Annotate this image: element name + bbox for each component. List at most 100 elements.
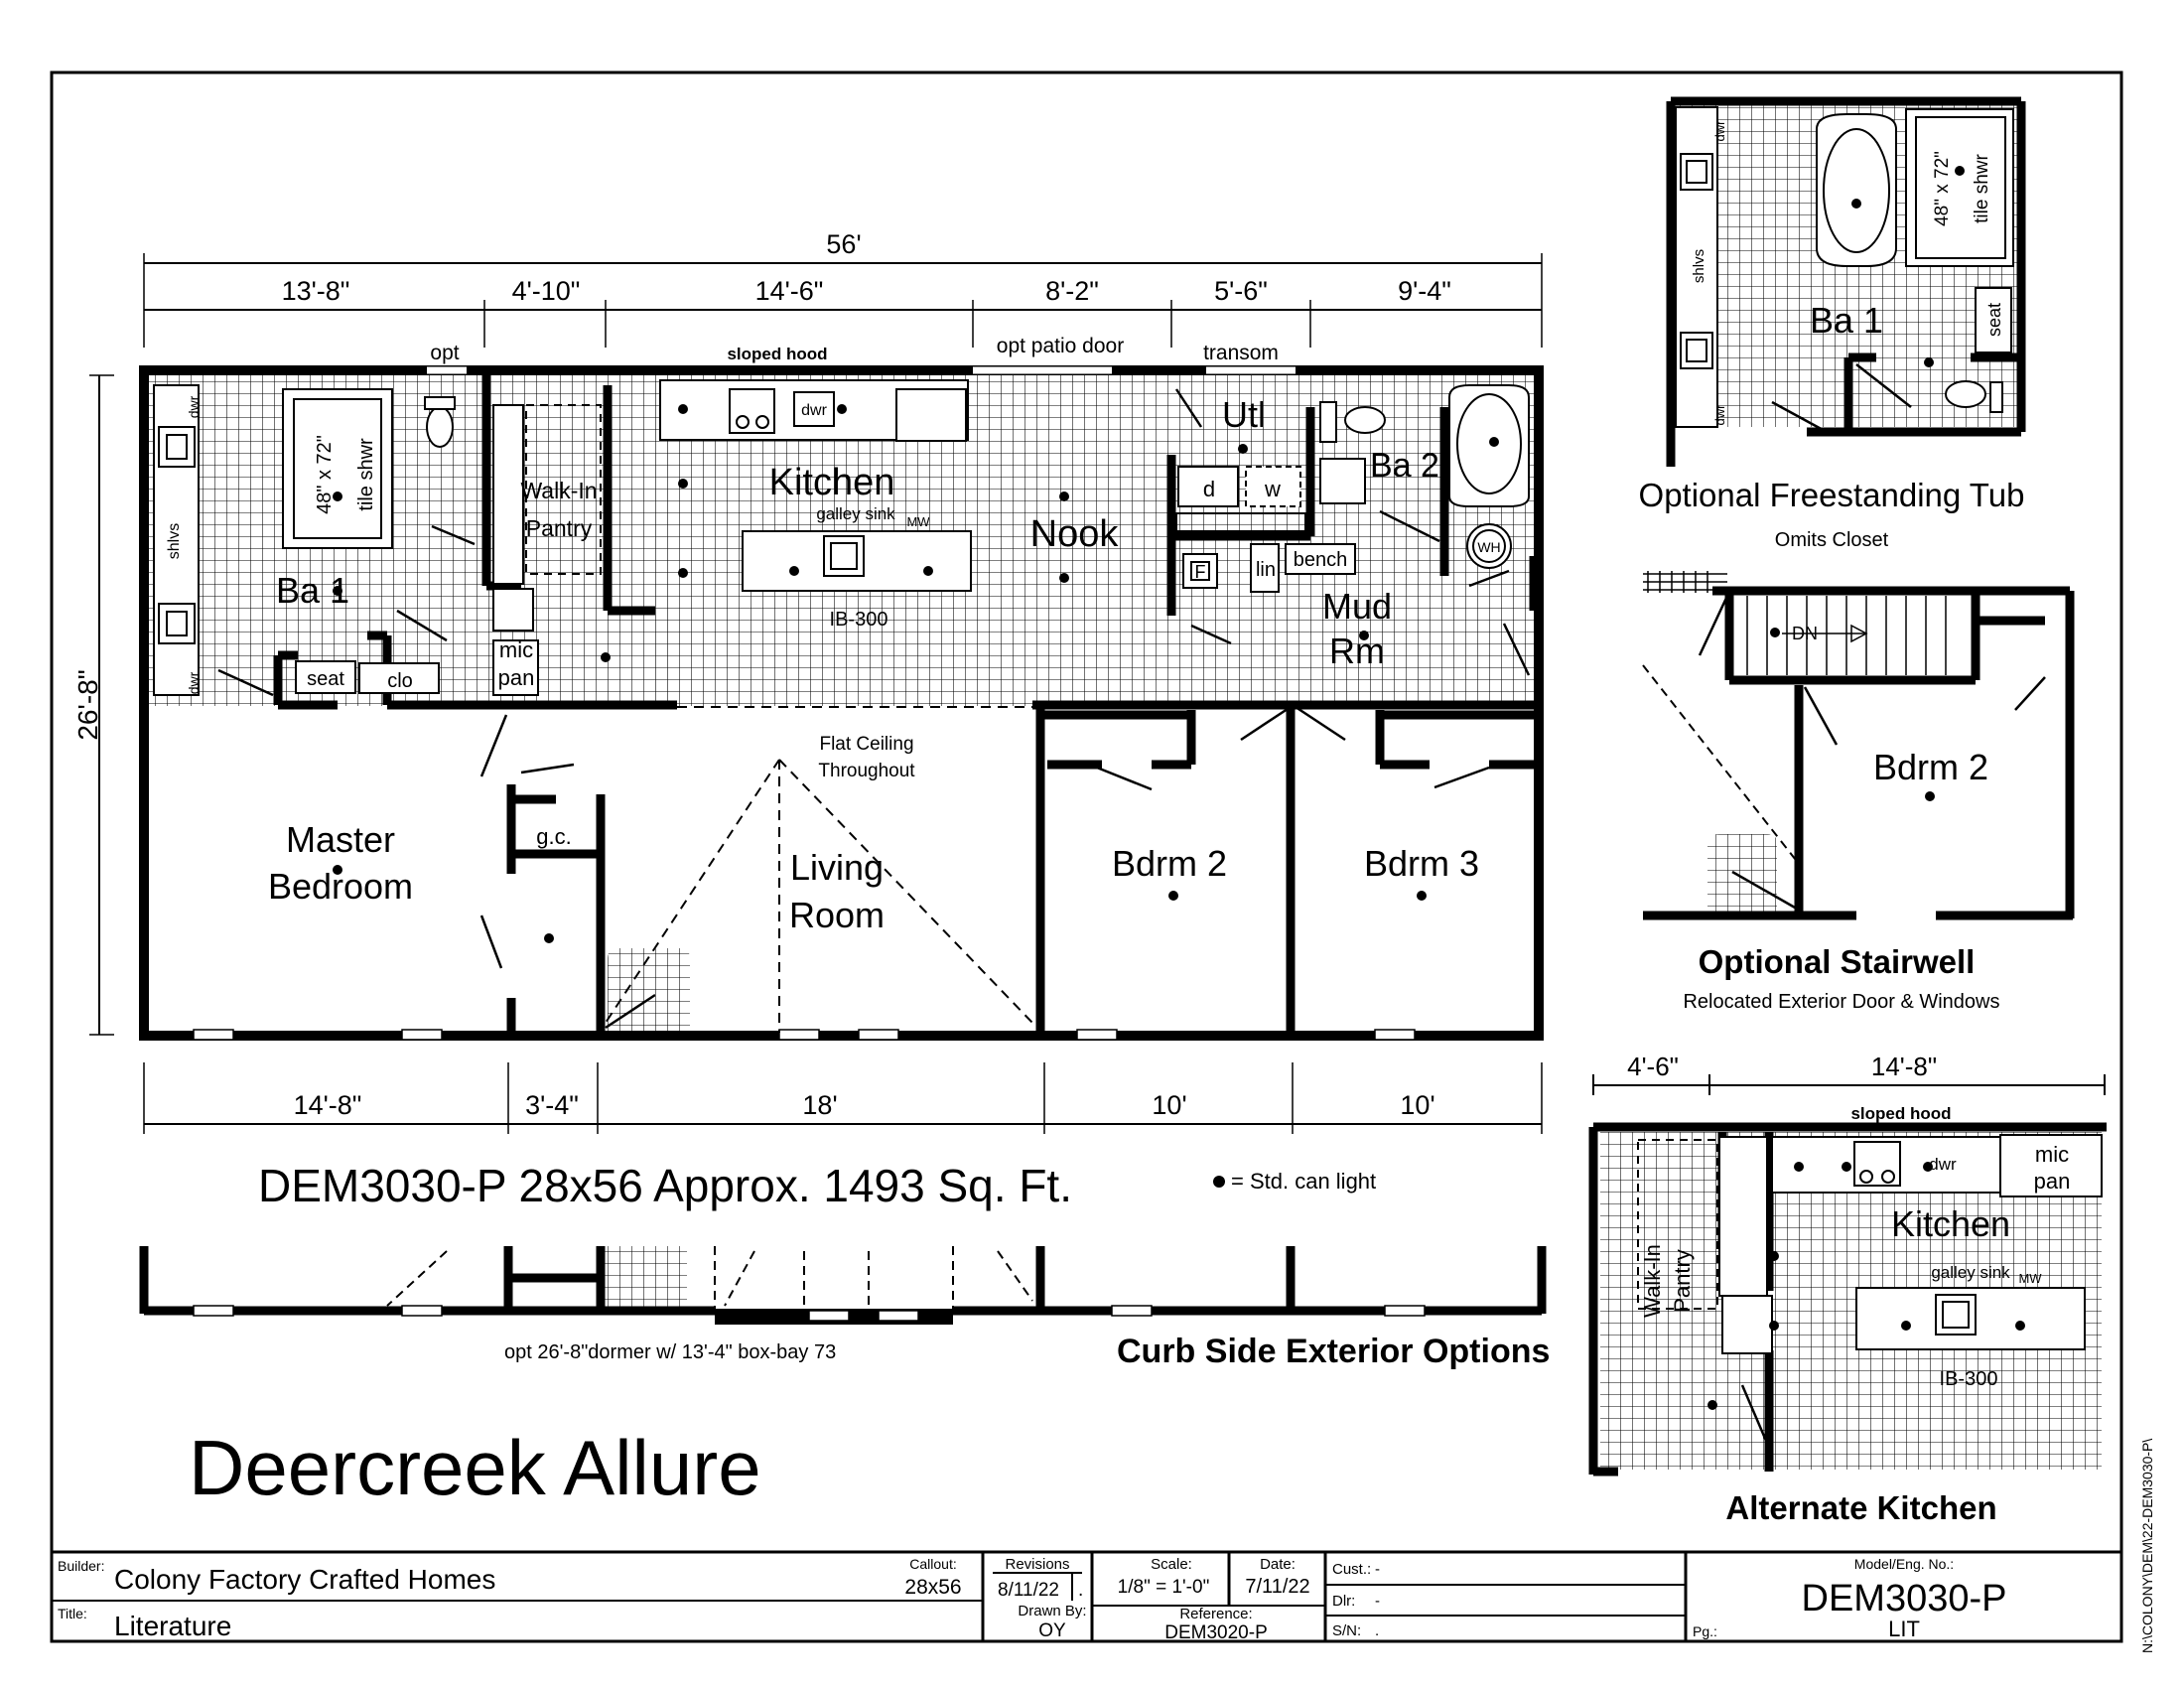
alt-sloped-hood: sloped hood bbox=[1850, 1104, 1951, 1123]
note-flat-ceiling-2: Throughout bbox=[818, 761, 915, 781]
alt-island: IB-300 bbox=[1940, 1368, 1998, 1390]
stair-dn-label: DN bbox=[1792, 624, 1818, 643]
tub-dwr-a: dwr bbox=[1712, 120, 1727, 142]
scale-label: Scale: bbox=[1151, 1556, 1192, 1573]
note-mw: MW bbox=[906, 514, 930, 529]
room-mud-1: Mud bbox=[1322, 586, 1392, 627]
date-label: Date: bbox=[1260, 1556, 1296, 1573]
stair-bdrm2: Bdrm 2 bbox=[1873, 747, 1988, 787]
note-flat-ceiling-1: Flat Ceiling bbox=[819, 734, 913, 755]
drawn-by-label: Drawn By: bbox=[1018, 1603, 1086, 1619]
bottom-dim-4: 10' bbox=[1152, 1090, 1186, 1120]
tub-option-title: Optional Freestanding Tub bbox=[1639, 477, 2025, 513]
room-utility: Utl bbox=[1222, 394, 1266, 435]
tub-seat: seat bbox=[1984, 303, 2004, 337]
room-kitchen: Kitchen bbox=[769, 462, 895, 503]
builder-value: Colony Factory Crafted Homes bbox=[114, 1564, 495, 1595]
room-ba1: Ba 1 bbox=[276, 570, 349, 611]
gc-label: g.c. bbox=[536, 824, 571, 849]
sn-value: . bbox=[1375, 1622, 1379, 1639]
tile-entry bbox=[608, 948, 690, 1033]
room-ba2: Ba 2 bbox=[1370, 447, 1439, 485]
lit-value: LIT bbox=[1888, 1617, 1920, 1641]
top-dim-6: 9'-4" bbox=[1398, 276, 1451, 306]
alt-dim-a: 4'-6" bbox=[1627, 1052, 1679, 1081]
bottom-dim-3: 18' bbox=[802, 1090, 837, 1120]
alt-mw: MW bbox=[2018, 1271, 2042, 1286]
alt-walkin-1: Walk-In bbox=[1640, 1244, 1665, 1318]
room-living-2: Room bbox=[789, 895, 885, 935]
shower-size: 48" x 72" bbox=[314, 435, 336, 514]
room-master-1: Master bbox=[286, 819, 395, 860]
top-dim-5: 5'-6" bbox=[1214, 276, 1268, 306]
note-island: IB-300 bbox=[830, 609, 888, 631]
room-bdrm2: Bdrm 2 bbox=[1112, 843, 1227, 884]
note-opt-patio-door: opt patio door bbox=[997, 335, 1124, 357]
bottom-dim-5: 10' bbox=[1400, 1090, 1434, 1120]
option-alternate-kitchen: 4'-6" 14'-8" sloped hood bbox=[1588, 1052, 2107, 1526]
dlr-label: Dlr: bbox=[1332, 1593, 1355, 1610]
dlr-value: - bbox=[1375, 1593, 1380, 1610]
exterior-walls bbox=[139, 365, 1544, 1041]
seat-label: seat bbox=[307, 668, 344, 690]
callout-label: Callout: bbox=[909, 1556, 956, 1572]
drawer-label-a: dwr bbox=[186, 395, 202, 418]
walkin-pantry-1: Walk-In bbox=[520, 478, 597, 503]
top-dim-2: 4'-10" bbox=[512, 276, 581, 306]
model-number-value: DEM3030-P bbox=[1802, 1578, 2007, 1619]
revisions-mark: . bbox=[1078, 1580, 1083, 1601]
shower-label: tile shwr bbox=[355, 438, 377, 511]
stair-option-subtitle: Relocated Exterior Door & Windows bbox=[1683, 991, 1999, 1013]
top-dim-3: 14'-6" bbox=[755, 276, 824, 306]
mic-pan-1: mic bbox=[499, 637, 533, 662]
top-dim-1: 13'-8" bbox=[282, 276, 350, 306]
reference-label: Reference: bbox=[1179, 1606, 1252, 1622]
title-label: Title: bbox=[58, 1606, 87, 1621]
revisions-value: 8/11/22 bbox=[998, 1580, 1059, 1601]
dormer-note: opt 26'-8"dormer w/ 13'-4" box-bay 73 bbox=[504, 1341, 836, 1363]
model-number-label: Model/Eng. No.: bbox=[1854, 1556, 1954, 1572]
linen-label: lin bbox=[1256, 559, 1276, 581]
title-block: Builder: Colony Factory Crafted Homes Ti… bbox=[52, 1550, 2121, 1643]
file-path: N:\COLONY\DEM\22-DEM3030-P\ bbox=[2139, 1439, 2155, 1653]
curb-side-options bbox=[139, 1246, 1547, 1325]
furnace-label: F bbox=[1195, 562, 1206, 582]
side-dim: 26'-8" bbox=[72, 669, 103, 740]
washer-label: w bbox=[1264, 477, 1281, 501]
series-name: Deercreek Allure bbox=[189, 1424, 761, 1511]
walkin-pantry-2: Pantry bbox=[526, 515, 593, 541]
curb-side-title: Curb Side Exterior Options bbox=[1117, 1333, 1550, 1370]
dryer-label: d bbox=[1203, 477, 1215, 501]
cust-label: Cust.: bbox=[1332, 1561, 1371, 1578]
revisions-label: Revisions bbox=[1005, 1556, 1069, 1573]
cust-value: - bbox=[1375, 1561, 1380, 1578]
alt-galley-sink: galley sink bbox=[1931, 1263, 2010, 1282]
callout-value: 28x56 bbox=[904, 1576, 961, 1599]
alt-walkin-2: Pantry bbox=[1670, 1249, 1695, 1313]
alt-dwr-label: dwr bbox=[1929, 1155, 1957, 1174]
tub-dwr-b: dwr bbox=[1712, 404, 1727, 426]
title-value: Literature bbox=[114, 1611, 231, 1641]
sheet-border bbox=[50, 70, 2123, 1643]
stair-option-title: Optional Stairwell bbox=[1699, 943, 1976, 980]
legend-text: = Std. can light bbox=[1231, 1169, 1376, 1194]
tile-bath-pantry bbox=[149, 375, 677, 706]
builder-label: Builder: bbox=[58, 1558, 104, 1574]
tub-shlvs: shlvs bbox=[1691, 249, 1707, 283]
sn-label: S/N: bbox=[1332, 1622, 1361, 1639]
mic-pan-2: pan bbox=[498, 665, 535, 690]
room-living-1: Living bbox=[790, 847, 884, 888]
alt-mic-pan-2: pan bbox=[2034, 1169, 2071, 1194]
tub-shower-label: tile shwr bbox=[1972, 153, 1992, 222]
tub-option-subtitle: Omits Closet bbox=[1775, 529, 1889, 551]
alt-kitchen-title: Alternate Kitchen bbox=[1725, 1489, 1996, 1526]
overall-dim: 56' bbox=[826, 229, 861, 259]
note-galley-sink: galley sink bbox=[816, 504, 895, 523]
bench-label: bench bbox=[1294, 549, 1348, 571]
option-freestanding-tub: Ba 1 dwr dwr shlvs seat 48" x 72" tile s… bbox=[1639, 96, 2026, 551]
alt-dim-b: 14'-8" bbox=[1871, 1052, 1937, 1081]
bottom-dim-2: 3'-4" bbox=[525, 1090, 579, 1120]
shelves-label: shlvs bbox=[166, 523, 183, 559]
drawn-by-value: OY bbox=[1038, 1620, 1066, 1641]
